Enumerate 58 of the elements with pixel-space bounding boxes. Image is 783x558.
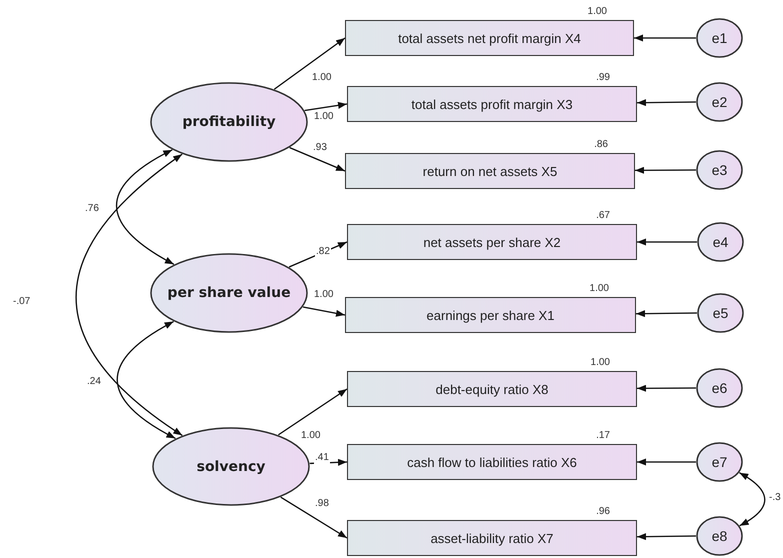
- r-squared-value: 1.00: [588, 6, 607, 17]
- variable-name: e2: [712, 94, 728, 110]
- path-arrow: [637, 99, 696, 106]
- r-squared-value: .67: [596, 210, 610, 221]
- r-squared-value: 1.00: [590, 357, 610, 368]
- path-arrow: [274, 37, 346, 90]
- indicator-name: total assets profit margin X3: [411, 96, 573, 112]
- variable-name: e5: [712, 305, 728, 321]
- path-arrow: [637, 458, 696, 466]
- covariance-arrow: [116, 149, 174, 265]
- error-term-ellipse: [696, 442, 743, 482]
- r-squared-value: .86: [594, 139, 608, 150]
- indicator-name: return on net assets X5: [422, 164, 558, 178]
- path-arrow: [302, 306, 346, 318]
- r-squared-value: .96: [596, 506, 610, 517]
- variable-name: e8: [712, 528, 728, 544]
- covariance-arrow: [739, 472, 766, 526]
- variable-name: profitability: [182, 114, 276, 130]
- covariance-arrow: [75, 154, 183, 436]
- path-arrow: [637, 384, 696, 392]
- error-term-ellipse: [696, 368, 743, 408]
- indicator-name: net assets per share X2: [423, 234, 561, 250]
- indicator-name: total assets net profit margin X4: [398, 30, 581, 46]
- path-arrow: [637, 533, 696, 540]
- error-term-ellipse: [696, 516, 743, 556]
- r-squared-value: .99: [596, 72, 610, 83]
- variable-name: e7: [712, 454, 728, 470]
- path-arrow: [637, 238, 697, 246]
- variable-name: e4: [712, 234, 728, 250]
- path-arrow: [636, 310, 697, 318]
- edge-label: .82: [315, 246, 331, 258]
- error-term-ellipse: [696, 18, 743, 58]
- r-squared-value: .17: [596, 430, 610, 441]
- path-arrow: [280, 496, 348, 539]
- variable-name: per share value: [167, 285, 291, 301]
- error-term-ellipse: [697, 222, 744, 262]
- path-arrow: [278, 388, 348, 436]
- latent-variable-ellipse: [150, 82, 308, 162]
- path-arrow: [289, 147, 346, 172]
- path-arrow: [304, 102, 348, 112]
- edge-label: .41: [314, 452, 330, 464]
- indicator-name: debt-equity ratio X8: [436, 382, 548, 396]
- indicator-name: asset-liability ratio X7: [430, 530, 554, 546]
- indicator-name: cash flow to liabilities ratio X6: [407, 454, 577, 470]
- path-arrow: [634, 34, 696, 42]
- variable-name: solvency: [196, 458, 266, 474]
- variable-name: e6: [712, 380, 728, 396]
- variable-name: e3: [712, 162, 728, 178]
- error-term-ellipse: [696, 150, 743, 190]
- error-term-ellipse: [696, 82, 743, 122]
- latent-variable-ellipse: [150, 253, 308, 333]
- covariance-arrow: [116, 320, 176, 439]
- path-arrow: [310, 458, 348, 466]
- indicator-name: earnings per share X1: [426, 308, 554, 322]
- error-term-ellipse: [697, 293, 744, 333]
- variable-name: e1: [712, 30, 728, 46]
- path-arrow: [635, 166, 696, 174]
- r-squared-value: 1.00: [590, 283, 609, 294]
